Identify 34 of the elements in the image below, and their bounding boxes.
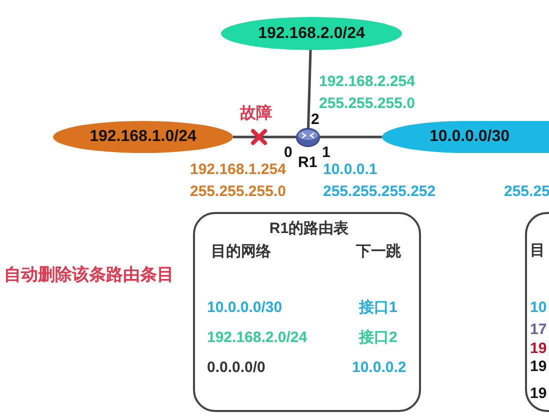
column-header: 目	[530, 243, 545, 258]
table-cell: 10	[530, 300, 547, 315]
connection-line	[307, 48, 312, 128]
table-cell: 接口2	[359, 330, 398, 345]
subnet-mask: 255.255.255.252	[323, 184, 436, 199]
port-number: 0	[284, 145, 292, 160]
port-number: 1	[322, 145, 330, 160]
table-cell: 10.0.0.2	[352, 360, 406, 375]
table-cell: 19	[530, 359, 547, 374]
subnet-mask: 255.255.255.0	[319, 96, 415, 111]
table-cell: 17	[530, 322, 547, 337]
table-cell: 192.168.2.0/24	[207, 330, 308, 345]
table-cell: 10.0.0.0/30	[207, 300, 282, 315]
routing-table-box	[193, 212, 421, 412]
fault-label: 故障	[240, 106, 272, 122]
router-label: R1	[298, 155, 318, 170]
connection-line	[320, 136, 382, 138]
ip-address: 192.168.1.254	[190, 162, 286, 177]
network-ellipse: 192.168.2.0/24	[221, 17, 402, 50]
table-title: R1的路由表	[268, 221, 350, 236]
network-ellipse: 192.168.1.0/24	[53, 121, 233, 153]
ip-address: 10.0.0.1	[323, 162, 378, 177]
annotation-text: 自动删除该条路由条目	[4, 266, 174, 283]
connection-line	[233, 136, 296, 138]
ip-address: 192.168.2.254	[319, 74, 415, 89]
subnet-mask: 255.255.255.0	[190, 184, 286, 199]
column-header: 下一跳	[356, 244, 401, 259]
port-number: 2	[311, 112, 320, 127]
table-cell: 19	[530, 386, 547, 401]
column-header: 目的网络	[211, 244, 271, 259]
table-cell: 接口1	[359, 300, 398, 315]
table-cell: 19	[530, 341, 547, 356]
routing-table-box	[525, 212, 549, 412]
table-cell: 0.0.0.0/0	[207, 360, 266, 375]
